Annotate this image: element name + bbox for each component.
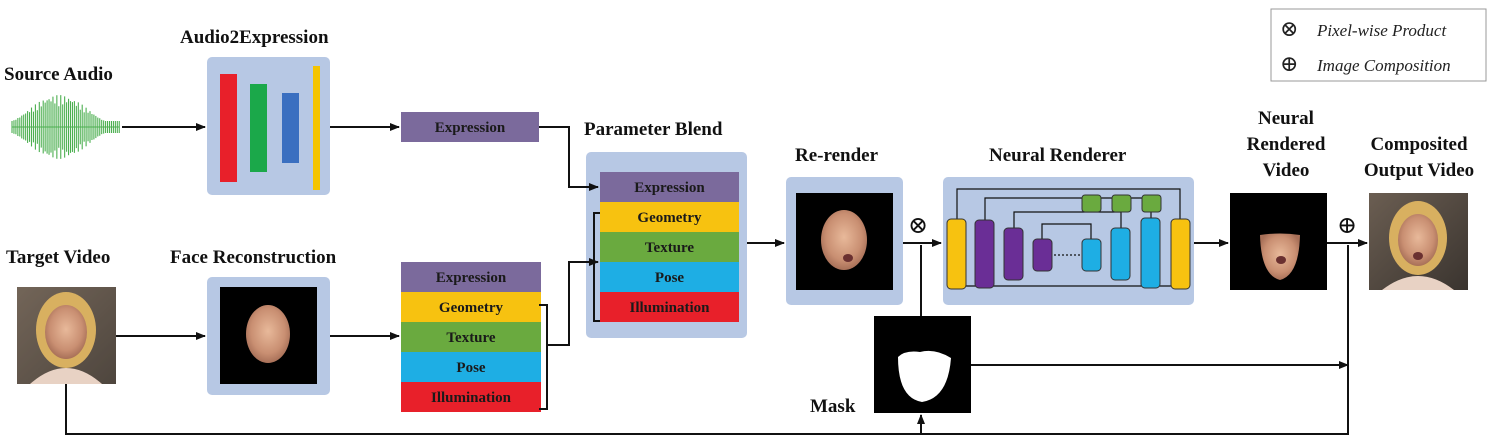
a2e-layer-2 [250,84,267,172]
blend-expression-block [600,172,739,202]
connectors [65,123,1368,435]
expression-box [401,112,539,142]
legend-composition-label: Image Composition [1316,56,1451,75]
unet-output-block [1170,218,1191,290]
recon-illumination-block [401,382,541,412]
audio-waveform-icon [11,95,120,159]
neural-rendered-video-label-3: Video [1263,160,1310,181]
unet-skip-block-1 [1081,194,1102,213]
recon-pose-block [401,352,541,382]
mask-label: Mask [810,396,856,417]
neural-rendered-video-label-1: Neural [1258,108,1314,129]
neural-renderer-label: Neural Renderer [989,145,1127,166]
unet-decoder-block-3 [1140,217,1161,289]
rerendered-face [821,210,867,270]
blend-illumination-label: Illumination [629,300,710,316]
neural-rendered-video-label-2: Rendered [1247,134,1326,155]
blend-pose-block [600,262,739,292]
blend-texture-label: Texture [645,240,695,256]
unet-encoder-block-1 [974,219,995,289]
legend-product-label: Pixel-wise Product [1316,21,1447,40]
rerender-label: Re-render [795,145,879,166]
pixel-product-operator-icon: ⊗ [908,213,928,239]
unet-decoder-block-1 [1081,238,1102,272]
reconstructed-face [246,305,290,363]
unet-input-block [946,218,967,290]
a2e-layer-1 [220,74,237,182]
reconstruction-parameter-stack: ExpressionGeometryTexturePoseIlluminatio… [401,262,541,412]
recon-texture-block [401,322,541,352]
unet-encoder-block-2 [1003,227,1024,281]
blend-geometry-block [600,202,739,232]
recon-texture-label: Texture [446,330,496,346]
target-video-label: Target Video [6,247,110,268]
recon-pose-label: Pose [456,360,486,376]
composited-output-label-2: Output Video [1364,160,1474,181]
unet-skip-block-2 [1111,194,1132,213]
pixel-product-icon: ⊗ [1280,16,1298,41]
blend-geometry-label: Geometry [637,210,702,226]
a2e-layer-3 [282,93,299,163]
audio2expression-label: Audio2Expression [180,27,329,48]
image-composition-icon: ⊕ [1280,51,1298,76]
blended-parameter-stack: ExpressionGeometryTexturePoseIlluminatio… [600,172,739,322]
recon-expression-block [401,262,541,292]
blend-pose-label: Pose [655,270,685,286]
source-audio-label: Source Audio [4,64,113,85]
unet-encoder-block-3 [1032,238,1053,272]
recon-geometry-label: Geometry [439,300,504,316]
expression-box-label: Expression [435,120,506,136]
audio2expression-panel [207,57,330,195]
blend-texture-block [600,232,739,262]
unet-decoder-block-2 [1110,227,1131,281]
composited-output-label-1: Composited [1370,134,1468,155]
unet-skip-block-3 [1141,194,1162,213]
target-video-thumbnail [17,287,116,384]
recon-geometry-block [401,292,541,322]
blend-illumination-block [600,292,739,322]
blend-expression-label: Expression [634,180,705,196]
face-reconstruction-label: Face Reconstruction [170,247,337,268]
recon-expression-label: Expression [436,270,507,286]
a2e-layer-4 [313,66,320,190]
parameter-blend-label: Parameter Blend [584,119,723,140]
image-composition-operator-icon: ⊕ [1337,213,1357,239]
mask-shape [898,350,951,402]
legend: ⊗ Pixel-wise Product ⊕ Image Composition [1270,8,1487,82]
recon-illumination-label: Illumination [431,390,512,406]
composited-output-thumbnail [1369,193,1468,290]
